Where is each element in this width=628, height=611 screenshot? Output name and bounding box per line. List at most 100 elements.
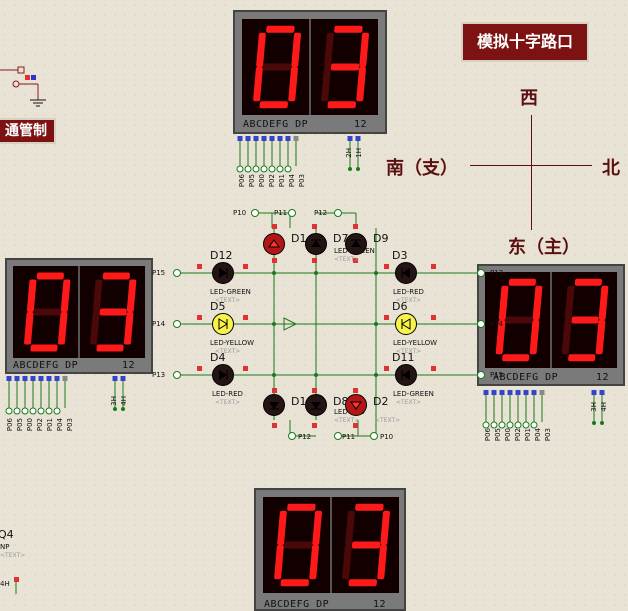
bottom-digit-1-seg-c xyxy=(377,544,387,580)
led-d8-ref: D8 xyxy=(333,395,349,408)
top-digit-0-seg-g xyxy=(262,63,292,71)
left-display-pin-5 xyxy=(46,376,52,381)
bottom-digit-0-seg-e xyxy=(274,544,284,580)
bottom-digit-1-seg-g xyxy=(351,541,381,549)
led-d9-ref: D9 xyxy=(373,232,389,245)
left-digit-0-seg-e xyxy=(24,312,34,345)
led-d12[interactable] xyxy=(212,262,234,284)
direction-west: 西 xyxy=(520,88,538,109)
left-digit-0-seg-a xyxy=(36,272,64,280)
left-digit-1-seg-a xyxy=(102,272,130,280)
port-p13-right: P13 xyxy=(490,269,504,277)
display-bottom[interactable]: ABCDEFG DP 12 xyxy=(254,488,406,611)
port-p13-left: P13 xyxy=(152,371,166,379)
led-d6-type: LED-YELLOW xyxy=(393,339,438,347)
led-d5-text: <TEXT> xyxy=(215,348,241,355)
right-display-pin-0 xyxy=(483,390,489,395)
right-digit-0-seg-b xyxy=(532,285,543,320)
top-display-pin-3 xyxy=(261,136,267,141)
right-digit-0-seg-e xyxy=(495,319,506,355)
right-digit-1 xyxy=(561,278,609,362)
bottom-digit-1-seg-d xyxy=(348,579,377,587)
display-bottom-digits xyxy=(263,497,399,593)
display-left-digits xyxy=(13,266,145,358)
display-bottom-right-label: 12 xyxy=(372,599,386,610)
led-d10[interactable] xyxy=(263,394,285,416)
led-d3[interactable] xyxy=(395,262,417,284)
partial-title-box[interactable]: 通管制 xyxy=(0,118,56,144)
left-digit-1-seg-g xyxy=(99,308,127,316)
led-d6[interactable] xyxy=(395,313,417,335)
top-digit-0-seg-f xyxy=(256,32,266,67)
left-digit-1-seg-b xyxy=(126,279,137,313)
q4-ref: Q4 xyxy=(0,528,14,541)
top-digit-0-seg-d xyxy=(259,101,288,109)
display-left[interactable]: ABCDEFG DP 12 xyxy=(5,258,153,374)
led-d8-left[interactable] xyxy=(305,394,327,416)
left-display-pin-7 xyxy=(62,376,68,381)
right-digit-0 xyxy=(495,278,543,362)
top-digit-0-seg-e xyxy=(253,66,263,102)
led-d4-text: <TEXT> xyxy=(215,399,241,406)
led-d5[interactable] xyxy=(212,313,234,335)
top-display-pin-4 xyxy=(269,136,275,141)
bottom-digit-1-seg-b xyxy=(380,510,390,545)
bottom-digit-0 xyxy=(274,503,322,587)
led-d4-type: LED-RED xyxy=(212,390,243,398)
q4-wire xyxy=(14,577,19,594)
display-top-pin-label: ABCDEFG DP xyxy=(243,119,309,130)
led-d2[interactable] xyxy=(345,394,367,416)
right-display-pin-4 xyxy=(515,390,521,395)
led-d9[interactable] xyxy=(345,233,367,255)
direction-horizontal-line xyxy=(470,165,592,166)
right-digit-1-seg-f xyxy=(564,285,575,320)
display-top-digits xyxy=(242,19,378,115)
led-d3-type: LED-RED xyxy=(393,288,424,296)
left-display-pin-0 xyxy=(6,376,12,381)
top-display-pin-0 xyxy=(237,136,243,141)
led-d3-ref: D3 xyxy=(392,249,408,262)
left-digit-0 xyxy=(24,272,71,352)
led-d7[interactable] xyxy=(305,233,327,255)
led-d5-type: LED-YELLOW xyxy=(210,339,255,347)
led-d6-text: <TEXT> xyxy=(396,348,422,355)
top-digit-1-seg-d xyxy=(327,101,356,109)
title-box[interactable]: 模拟十字路口 xyxy=(461,22,589,62)
port-p12-bottom: P12 xyxy=(298,433,312,441)
top-digit-1-seg-c xyxy=(356,66,366,102)
led-d7-ref: D7 xyxy=(333,232,349,245)
display-top[interactable]: ABCDEFG DP 12 xyxy=(233,10,387,134)
right-display-pin-2 xyxy=(499,390,505,395)
top-display-pin-6 xyxy=(285,136,291,141)
display-right[interactable]: ABCDEFG DP 12 xyxy=(477,264,625,386)
led-d6-ref: D6 xyxy=(392,300,408,313)
left-digit-1 xyxy=(90,272,137,352)
right-display-pin-5 xyxy=(523,390,529,395)
right-digit-0-seg-g xyxy=(505,316,533,324)
led-d1-top[interactable] xyxy=(263,233,285,255)
left-digit-0-seg-g xyxy=(33,308,61,316)
right-digit-1-seg-c xyxy=(595,319,606,355)
led-d5-ref: D5 xyxy=(210,300,226,313)
top-digit-1-seg-e xyxy=(321,66,331,102)
bottom-digit-1-seg-e xyxy=(342,544,352,580)
top-digit-0-seg-b xyxy=(291,32,301,67)
right-digit-1-seg-e xyxy=(561,319,572,355)
led-d2-ref: D2 xyxy=(373,395,389,408)
led-d12-text: <TEXT> xyxy=(215,297,241,304)
left-display-sel-pin-0 xyxy=(112,376,118,381)
led-d11-type: LED-GREEN xyxy=(393,390,434,398)
right-digit-1-seg-a xyxy=(574,278,602,286)
left-display-pin-2 xyxy=(22,376,28,381)
led-d4[interactable] xyxy=(212,364,234,386)
top-digit-1-seg-f xyxy=(324,32,334,67)
led-d4-ref: D4 xyxy=(210,351,226,364)
led-d10-ref: D1 xyxy=(291,395,307,408)
q4-port-4h: 4H xyxy=(0,580,10,588)
led-d8-text: <TEXT> xyxy=(334,417,360,424)
led-d11[interactable] xyxy=(395,364,417,386)
bottom-digit-1 xyxy=(342,503,390,587)
